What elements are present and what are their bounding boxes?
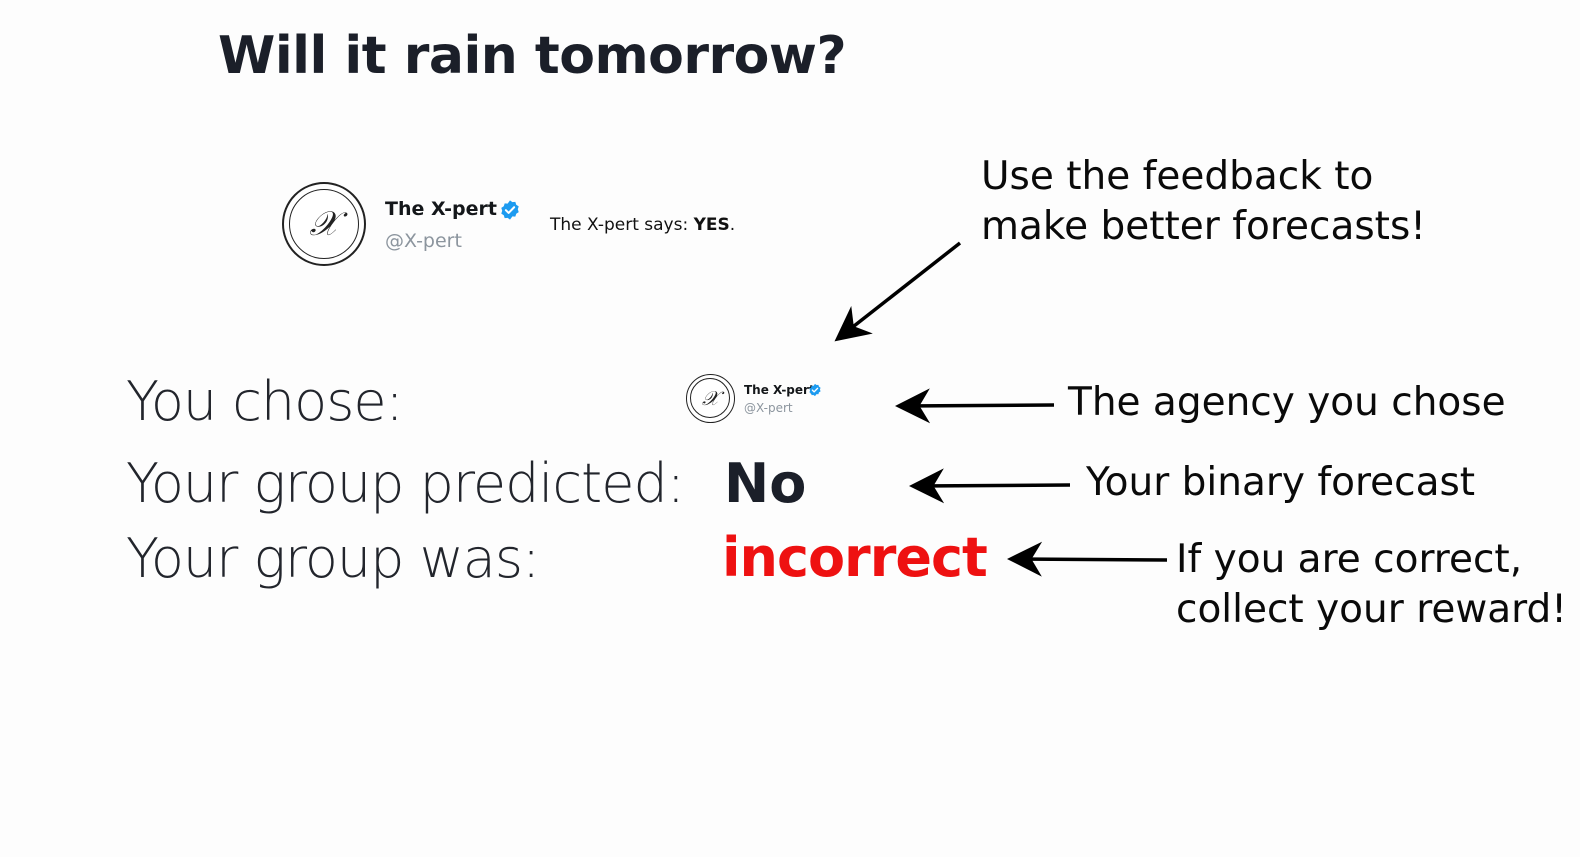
group-was-value: incorrect (722, 526, 988, 589)
expert-card-large: 𝒳 The X-pert @X-pert The X-pert says: YE… (282, 182, 752, 268)
verified-badge-icon (501, 200, 519, 220)
reward-arrow (1007, 541, 1168, 577)
verified-badge-icon (809, 383, 821, 397)
feedback-arrow (834, 241, 962, 342)
forecast-annotation: Your binary forecast (1086, 460, 1476, 505)
expert-card-small: 𝒳 The X-pert @X-pert (686, 374, 836, 426)
agency-annotation: The agency you chose (1068, 380, 1506, 425)
chosen-expert-handle: @X-pert (744, 401, 793, 415)
chosen-expert-avatar: 𝒳 (686, 374, 735, 423)
expert-statement: The X-pert says: YES. (550, 215, 736, 235)
question-title: Will it rain tomorrow? (218, 26, 847, 86)
expert-avatar: 𝒳 (282, 182, 366, 266)
group-predicted-label: Your group predicted: (126, 452, 685, 515)
expert-answer: YES (693, 215, 730, 235)
feedback-annotation: Use the feedback to make better forecast… (981, 154, 1426, 249)
expert-name: The X-pert (385, 198, 497, 220)
agency-arrow (895, 388, 1055, 424)
chosen-expert-name: The X-pert (744, 383, 815, 397)
expert-handle: @X-pert (385, 230, 462, 252)
expert-avatar-glyph: 𝒳 (309, 204, 339, 244)
chosen-expert-avatar-glyph: 𝒳 (701, 386, 720, 410)
forecast-arrow (909, 468, 1071, 504)
reward-annotation: If you are correct, collect your reward! (1176, 537, 1567, 632)
group-was-label: Your group was: (126, 527, 540, 590)
group-predicted-value: No (724, 452, 807, 515)
you-chose-label: You chose: (126, 370, 404, 433)
